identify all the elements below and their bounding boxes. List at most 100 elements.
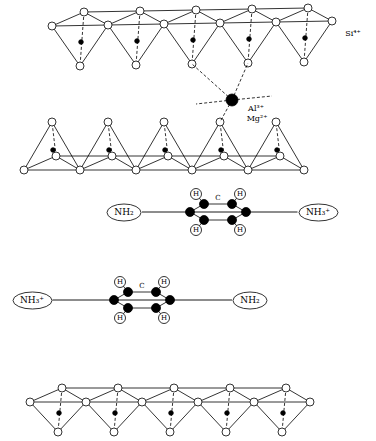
bond-line (86, 402, 114, 432)
hydrogen-atom (115, 277, 126, 288)
silicon-atom (135, 39, 140, 44)
bond-line (192, 122, 220, 170)
bond-line (84, 11, 140, 12)
silicon-atom (191, 38, 196, 43)
oxygen-atom (132, 61, 140, 69)
silicon-atom (79, 40, 84, 45)
oxygen-atom (82, 398, 90, 406)
benzene-ring (186, 189, 251, 236)
molecular-axis (142, 212, 298, 213)
bond-line (170, 402, 198, 432)
oxygen-atom (192, 6, 200, 14)
ion-label: Si⁴⁺ (345, 30, 360, 38)
group-formula: NH₃⁺ (298, 203, 339, 218)
bond-line (62, 388, 118, 389)
bond-line (80, 170, 136, 171)
carbon-atom (124, 288, 133, 297)
bond-line (24, 156, 56, 170)
bond-line (254, 402, 282, 432)
bond-line (248, 22, 276, 63)
oxygen-atom (300, 58, 308, 66)
atom-label: C (139, 283, 144, 290)
amine-ellipse (299, 204, 338, 221)
bond-line (52, 122, 80, 170)
oxygen-atom (194, 398, 202, 406)
bond-line (248, 9, 252, 63)
oxygen-atom (276, 152, 284, 160)
octahedral-site (192, 63, 272, 122)
oxygen-atom (58, 384, 66, 392)
bond-line (304, 21, 332, 62)
bond-line (136, 24, 164, 65)
oxygen-atom (188, 166, 196, 174)
carbon-atom (242, 208, 251, 217)
ion-label: Al³⁺ (248, 105, 264, 113)
bond-line (58, 388, 62, 432)
atom-label: H (193, 227, 199, 234)
atom-label: H (117, 315, 123, 322)
bond-line (30, 402, 86, 403)
silicon-atom (219, 148, 224, 153)
oxygen-atom (250, 398, 258, 406)
oxygen-atom (54, 428, 62, 436)
silicon-atom (303, 36, 308, 41)
atom-label: H (161, 315, 167, 322)
oxygen-atom (166, 428, 174, 436)
oxygen-atom (104, 21, 112, 29)
bond-line (276, 8, 308, 22)
atom-label: H (193, 191, 199, 198)
oxygen-atom (248, 5, 256, 13)
oxygen-atom (108, 152, 116, 160)
silicon-atom (225, 411, 230, 416)
oxygen-atom (20, 166, 28, 174)
bond-line (198, 402, 254, 403)
bond-line (230, 388, 286, 389)
bond-line (254, 402, 310, 403)
hydrogen-atom (159, 277, 170, 288)
bond-line (192, 156, 224, 170)
oxygen-atom (304, 4, 312, 12)
bond-line (108, 24, 164, 25)
bond-line (196, 9, 252, 10)
bond-line (80, 122, 108, 170)
bond-line (108, 25, 136, 65)
bond-line (248, 170, 304, 171)
atom-label: H (117, 279, 123, 286)
molecular-axis (53, 300, 233, 301)
oxygen-atom (76, 62, 84, 70)
group-formula: NH₂ (232, 291, 268, 306)
bond-line (220, 22, 276, 23)
bond-line (192, 23, 220, 64)
bond-line (164, 23, 220, 24)
oxygen-atom (26, 398, 34, 406)
bond-line (136, 122, 164, 170)
octahedral-bond (192, 64, 232, 100)
bond-line (248, 156, 280, 170)
bond-line (140, 10, 196, 11)
oxygen-atom (132, 166, 140, 174)
oxygen-atom (328, 17, 336, 25)
atom-label: H (161, 279, 167, 286)
bond-line (220, 23, 248, 63)
oxygen-atom (222, 428, 230, 436)
atom-label: H (237, 191, 243, 198)
bond-line (52, 12, 84, 26)
bond-line (168, 156, 224, 157)
bond-line (170, 388, 174, 432)
carbon-atom (166, 296, 175, 305)
bond-line (112, 156, 168, 157)
bond-line (108, 122, 136, 170)
oxygen-atom (48, 118, 56, 126)
bond-line (86, 388, 118, 402)
carbon-atom (186, 208, 195, 217)
bond-line (136, 11, 140, 65)
hydrogen-atom (191, 189, 202, 200)
oxygen-atom (104, 118, 112, 126)
oxygen-atom (160, 118, 168, 126)
amine-group: NH₂ (106, 203, 142, 222)
amine-ellipse (233, 292, 267, 309)
bond-line (80, 12, 84, 66)
bond-line (282, 402, 310, 432)
oxygen-atom (226, 384, 234, 392)
